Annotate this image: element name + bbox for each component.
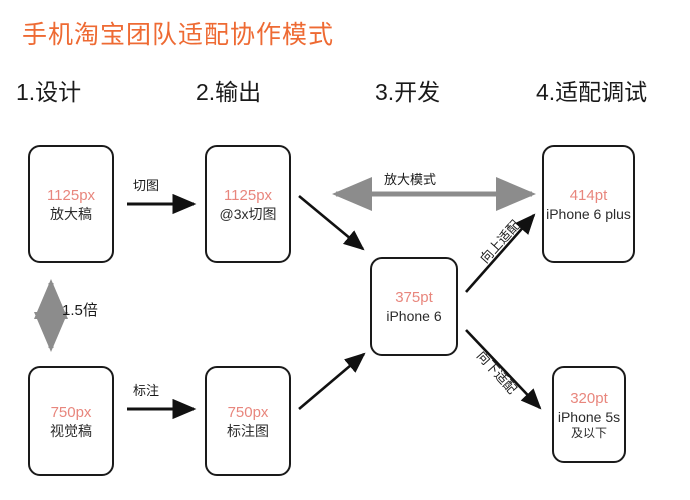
page-title: 手机淘宝团队适配协作模式 <box>22 21 335 49</box>
node-iphone6-plus: 414pt iPhone 6 plus <box>542 145 635 263</box>
node-visual-caption: 视觉稿 <box>50 422 92 439</box>
node-visual: 750px 视觉稿 <box>28 366 114 476</box>
node-design-value: 1125px <box>46 186 96 204</box>
arrow-annotate-to-iphone6 <box>298 352 366 410</box>
node-iphone6-value: 375pt <box>395 289 433 306</box>
node-output-value: 1125px <box>223 186 273 204</box>
node-iphone5s-value: 320pt <box>570 389 608 407</box>
node-iphone5s: 320pt iPhone 5s 及以下 <box>552 366 626 463</box>
column-header-adapt: 4.适配调试 <box>536 79 648 105</box>
edge-label-scale: 1.5倍 <box>62 302 98 319</box>
column-header-output: 2.输出 <box>196 79 262 105</box>
node-design-caption: 放大稿 <box>50 205 92 222</box>
node-output-caption: @3x切图 <box>219 205 277 222</box>
node-iphone6-caption: iPhone 6 <box>386 308 442 324</box>
node-iphone6-plus-caption: iPhone 6 plus <box>546 205 631 222</box>
node-annotate: 750px 标注图 <box>205 366 291 476</box>
column-header-design: 1.设计 <box>16 79 82 105</box>
edge-label-cut: 切图 <box>133 178 160 193</box>
edge-label-zoom-mode: 放大模式 <box>384 172 437 187</box>
node-iphone5s-caption: iPhone 5s <box>557 408 621 425</box>
node-annotate-value: 750px <box>227 403 269 421</box>
node-output: 1125px @3x切图 <box>205 145 291 263</box>
node-design: 1125px 放大稿 <box>28 145 114 263</box>
column-header-develop: 3.开发 <box>375 79 441 105</box>
node-iphone5s-caption2: 及以下 <box>570 425 607 440</box>
node-visual-value: 750px <box>50 403 92 421</box>
edge-label-annotate: 标注 <box>133 383 160 398</box>
arrow-adapt-up <box>465 213 536 293</box>
node-iphone6: 375pt iPhone 6 <box>370 257 458 356</box>
arrow-output-to-iphone6 <box>298 194 365 251</box>
node-annotate-caption: 标注图 <box>227 422 269 439</box>
arrow-adapt-down <box>465 329 542 410</box>
node-iphone6-plus-value: 414pt <box>569 186 608 204</box>
